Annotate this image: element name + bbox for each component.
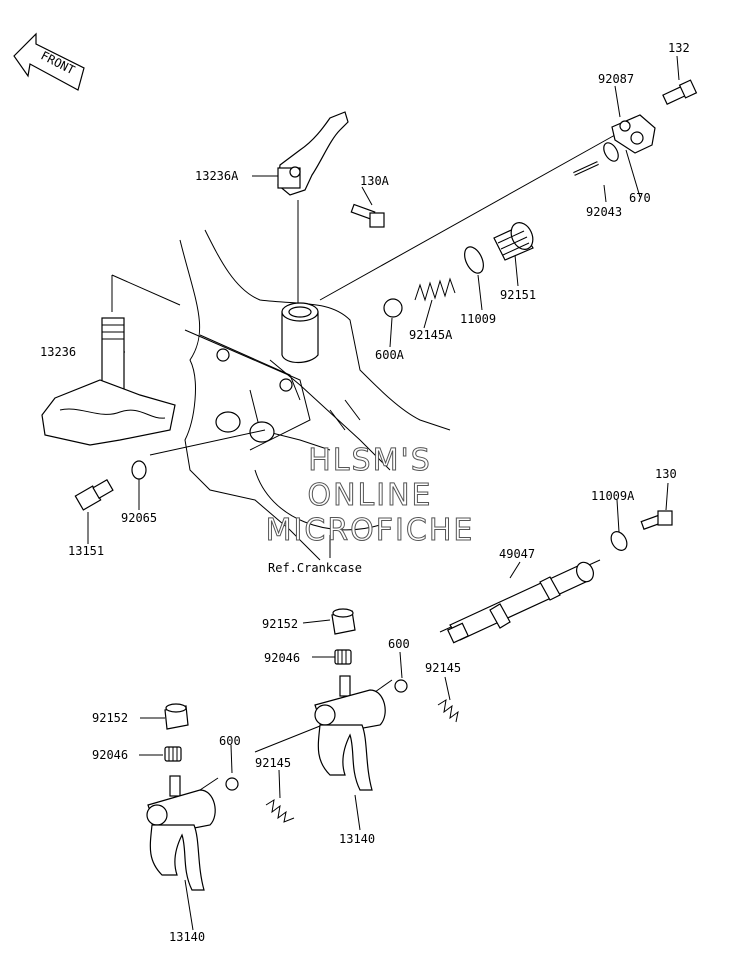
label-92151: 92151 xyxy=(500,288,536,302)
label-92145-lower: 92145 xyxy=(255,756,291,770)
crankcase-reference xyxy=(179,229,451,561)
ball-600A xyxy=(383,298,403,318)
label-670: 670 xyxy=(629,191,651,205)
front-arrow-icon: FRONT xyxy=(13,32,85,91)
label-600-lower: 600 xyxy=(219,734,241,748)
spring-92145A xyxy=(414,277,456,302)
watermark-line-2: ONLINE xyxy=(307,478,432,513)
label-92087: 92087 xyxy=(598,72,634,86)
label-92043: 92043 xyxy=(586,205,622,219)
label-92145A: 92145A xyxy=(409,328,453,342)
washer-11009 xyxy=(464,246,484,274)
o-ring-670 xyxy=(603,142,619,162)
watermark-line-3: MICROFICHE xyxy=(266,513,475,548)
label-600-upper: 600 xyxy=(388,637,410,651)
label-13236A: 13236A xyxy=(195,169,239,183)
label-92046-lower: 92046 xyxy=(92,748,128,762)
label-92065: 92065 xyxy=(121,511,157,525)
watermark-line-1: HLSM'S xyxy=(308,443,432,478)
label-92152-lower: 92152 xyxy=(92,711,128,725)
label-13140-lower: 13140 xyxy=(169,930,205,944)
shift-rod-49047 xyxy=(446,561,594,644)
label-13140-upper: 13140 xyxy=(339,832,375,846)
plug-92151 xyxy=(493,222,534,261)
label-130A: 130A xyxy=(360,174,390,188)
shift-fork-13140-lower xyxy=(146,703,295,891)
label-600A: 600A xyxy=(375,348,405,362)
label-130: 130 xyxy=(655,467,677,481)
label-132: 132 xyxy=(668,41,690,55)
label-11009: 11009 xyxy=(460,312,496,326)
label-11009A: 11009A xyxy=(591,489,635,503)
label-13236: 13236 xyxy=(40,345,76,359)
part-labels: 132 92087 13236A 130A 92043 670 92151 11… xyxy=(40,41,690,944)
watermark: HLSM'S ONLINE MICROFICHE xyxy=(265,443,475,549)
washer-11009A xyxy=(610,531,628,551)
bolt-132 xyxy=(662,79,698,105)
ref-crankcase-label: Ref.Crankcase xyxy=(268,561,362,575)
label-49047: 49047 xyxy=(499,547,535,561)
washer-92065 xyxy=(131,460,147,480)
crankcase-boss xyxy=(281,302,319,364)
shift-shaft-13236 xyxy=(41,317,176,446)
bracket-92087 xyxy=(611,114,656,154)
label-13151: 13151 xyxy=(68,544,104,558)
bolt-13151 xyxy=(74,478,114,511)
shift-fork-13140-upper xyxy=(314,608,459,791)
bolt-130A xyxy=(350,203,385,228)
shift-arm-13236A xyxy=(277,111,349,196)
label-92152-upper: 92152 xyxy=(262,617,298,631)
bolt-130 xyxy=(640,510,673,530)
label-92145-upper: 92145 xyxy=(425,661,461,675)
label-92046-upper: 92046 xyxy=(264,651,300,665)
